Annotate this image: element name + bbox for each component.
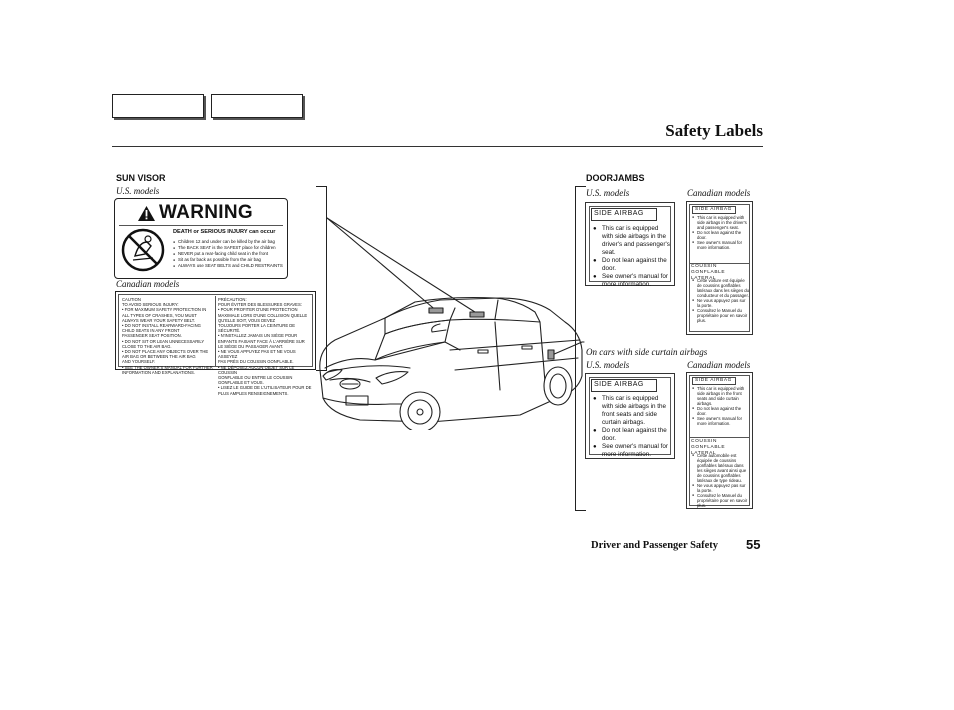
ca-curtain-airbag-item: Do not lean against the door. xyxy=(692,406,750,416)
ca-side-airbag-french-item: Ne vous appuyez pas sur la porte. xyxy=(692,298,750,308)
us-side-airbag-items: This car is equipped with side airbags i… xyxy=(593,225,671,289)
ca-side-airbag-french-item: Consultez le Manuel du propriétaire pour… xyxy=(692,308,750,323)
sun-visor-canadian-label: Canadian models xyxy=(116,279,180,289)
us-curtain-airbag-title-box xyxy=(591,379,657,392)
warning-headline: DEATH or SERIOUS INJURY can occur xyxy=(173,229,276,235)
ca-curtain-airbag-french-items: Cette automobile est équipée de coussins… xyxy=(692,453,750,508)
us-curtain-airbag-item: See owner's manual for more information. xyxy=(593,443,671,459)
ca-side-airbag-title: SIDE AIRBAG xyxy=(692,206,736,214)
us-curtain-airbag-label: SIDE AIRBAG This car is equipped with si… xyxy=(585,373,675,459)
caution-french-text: PRÉCAUTION: POUR ÉVITER DES BLESSURES GR… xyxy=(218,297,312,396)
warning-item: NEVER put a rear-facing child seat in th… xyxy=(173,251,285,257)
ca-side-airbag-item: This car is equipped with side airbags i… xyxy=(692,215,750,230)
right-bracket xyxy=(575,186,586,511)
page-title: Safety Labels xyxy=(665,121,763,140)
doorjambs-us-label-2: U.S. models xyxy=(586,360,630,370)
ca-curtain-airbag-items: This car is equipped with side airbags i… xyxy=(692,386,750,426)
doorjambs-us-label: U.S. models xyxy=(586,188,630,198)
warning-items: Children 12 and under can be killed by t… xyxy=(173,239,285,269)
ca-curtain-airbag-french-item: Ne vous appuyez pas sur la porte. xyxy=(692,483,750,493)
title-rule xyxy=(112,146,763,147)
doorjambs-canadian-label-2: Canadian models xyxy=(687,360,751,370)
car-illustration xyxy=(319,217,585,430)
ca-curtain-airbag-label: SIDE AIRBAG This car is equipped with si… xyxy=(686,372,753,509)
sun-visor-us-label: U.S. models xyxy=(116,186,160,196)
warning-item: Children 12 and under can be killed by t… xyxy=(173,239,285,245)
us-curtain-airbag-item: Do not lean against the door. xyxy=(593,427,671,443)
left-bracket xyxy=(316,186,327,371)
ca-curtain-airbag-french-item: Consultez le Manuel du propriétaire pour… xyxy=(692,493,750,508)
header-tab-2 xyxy=(211,94,303,118)
ca-side-airbag-french-item: Cette voiture est équipée de coussins go… xyxy=(692,278,750,298)
warning-item: ALWAYS use SEAT BELTS and CHILD RESTRAIN… xyxy=(173,263,285,269)
ca-curtain-airbag-divider xyxy=(689,437,750,438)
header-tab-1 xyxy=(112,94,204,118)
us-curtain-airbag-title: SIDE AIRBAG xyxy=(594,381,644,388)
ca-side-airbag-items: This car is equipped with side airbags i… xyxy=(692,215,750,250)
warning-divider xyxy=(119,225,283,226)
ca-curtain-airbag-item: See owner's manual for more information. xyxy=(692,416,750,426)
doorjambs-heading: DOORJAMBS xyxy=(586,173,645,183)
warning-item: The BACK SEAT is the SAFEST place for ch… xyxy=(173,245,285,251)
no-child-seat-icon xyxy=(121,228,165,272)
us-side-airbag-item: Do not lean against the door. xyxy=(593,257,671,273)
footer-section-title: Driver and Passenger Safety xyxy=(591,540,719,551)
warning-item: Sit as far back as possible from the air… xyxy=(173,257,285,263)
curtain-caption: On cars with side curtain airbags xyxy=(586,347,708,357)
ca-side-airbag-inner xyxy=(689,204,750,332)
ca-curtain-airbag-title: SIDE AIRBAG xyxy=(692,377,736,385)
us-side-airbag-item: This car is equipped with side airbags i… xyxy=(593,225,671,257)
caution-column-divider xyxy=(215,296,216,366)
ca-side-airbag-item: Do not lean against the door. xyxy=(692,230,750,240)
caution-label: CAUTION TO AVOID SERIOUS INJURY: • FOR M… xyxy=(115,291,316,396)
page-number: 55 xyxy=(746,537,761,552)
doorjambs-canadian-label: Canadian models xyxy=(687,188,751,198)
caution-english-text: CAUTION TO AVOID SERIOUS INJURY: • FOR M… xyxy=(122,297,213,375)
us-side-airbag-item: See owner's manual for more information. xyxy=(593,273,671,289)
us-curtain-airbag-items: This car is equipped with side airbags i… xyxy=(593,395,671,459)
ca-curtain-airbag-item: This car is equipped with side airbags i… xyxy=(692,386,750,406)
us-side-airbag-title: SIDE AIRBAG xyxy=(594,210,644,217)
ca-side-airbag-divider xyxy=(689,263,750,264)
us-side-airbag-label: SIDE AIRBAG This car is equipped with si… xyxy=(585,202,675,289)
us-side-airbag-title-box xyxy=(591,208,657,221)
warning-label: WARNING DEATH or SERIOUS INJURY can occu… xyxy=(114,198,288,279)
warning-triangle-icon xyxy=(138,205,155,221)
ca-side-airbag-french-items: Cette voiture est équipée de coussins go… xyxy=(692,278,750,323)
ca-curtain-airbag-french-item: Cette automobile est équipée de coussins… xyxy=(692,453,750,483)
warning-header: WARNING xyxy=(137,202,253,224)
sun-visor-heading: SUN VISOR xyxy=(116,173,166,183)
us-curtain-airbag-item: This car is equipped with side airbags i… xyxy=(593,395,671,427)
caution-inner-frame xyxy=(118,294,313,367)
ca-side-airbag-label: SIDE AIRBAG This car is equipped with si… xyxy=(686,201,753,335)
ca-side-airbag-item: See owner's manual for more information. xyxy=(692,240,750,250)
warning-title: WARNING xyxy=(159,202,253,223)
